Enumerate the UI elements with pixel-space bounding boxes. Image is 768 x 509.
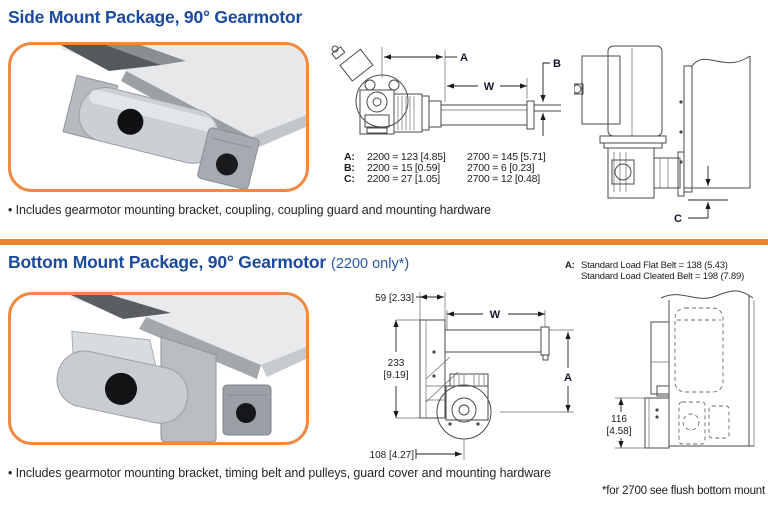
- belt-edge: [261, 347, 306, 377]
- gearmotor-assembly: [56, 330, 189, 424]
- conveyor-frame-edge: [139, 317, 261, 379]
- dimension-B: B: [540, 58, 561, 136]
- dim-label-116: 116: [611, 414, 627, 425]
- dimension-C: C: [674, 166, 728, 225]
- dim-2200-value: 2200 = 27 [1.05]: [367, 173, 440, 185]
- hidden-gearmotor: [674, 307, 730, 445]
- roller-stripe-light: [106, 45, 186, 65]
- roller-stripe-dark: [61, 45, 161, 71]
- gearmotor-outline: [331, 45, 561, 135]
- belt-edge: [251, 115, 306, 147]
- dim-label-c: C: [674, 213, 682, 225]
- side-mount-photo-illustration: [61, 45, 306, 189]
- dim-row-label: B:: [344, 162, 355, 174]
- side-mount-end-view-drawing: C: [574, 45, 751, 225]
- dim-row-label: A:: [344, 151, 355, 163]
- dim-2200-value: 2200 = 123 [4.85]: [367, 151, 446, 163]
- dim-label-a: A: [460, 52, 468, 64]
- dim-label-59: 59 [2.33]: [375, 293, 414, 304]
- belt-note: A: Standard Load Flat Belt = 138 (5.43) …: [565, 260, 745, 282]
- belt-note-line2: Standard Load Cleated Belt = 198 (7.89): [581, 270, 745, 282]
- bottom-mount-title-note: (2200 only*): [330, 256, 410, 272]
- dimension-W: W: [446, 309, 546, 330]
- gearmotor-under-mount: [425, 356, 492, 460]
- conveyor-side-view: [419, 319, 550, 419]
- table-row: C: 2200 = 27 [1.05] 2700 = 12 [0.48]: [344, 174, 546, 185]
- side-mount-dim-table: A: 2200 = 123 [4.85] 2700 = 145 [5.71] B…: [344, 152, 546, 185]
- table-row: A: 2200 = 123 [4.85] 2700 = 145 [5.71]: [344, 152, 546, 163]
- dimension-A: A: [500, 329, 574, 413]
- dim-2700-value: 2700 = 12 [0.48]: [467, 173, 540, 185]
- motor-highlight: [89, 89, 215, 132]
- bottom-mount-footnote: *for 2700 see flush bottom mount: [601, 485, 765, 497]
- bottom-mount-side-view-drawing: 59 [2.33] W 233 [9.19]: [370, 292, 574, 461]
- dim-2700-value: 2700 = 145 [5.71]: [467, 151, 546, 163]
- side-mount-title: Side Mount Package, 90° Gearmotor: [8, 7, 303, 27]
- bottom-mount-bullet: • Includes gearmotor mounting bracket, t…: [8, 466, 551, 480]
- bottom-mount-photo: [8, 292, 309, 445]
- side-mount-bullet: • Includes gearmotor mounting bracket, c…: [8, 203, 491, 217]
- belt-note-line1: Standard Load Flat Belt = 138 (5.43): [581, 260, 728, 271]
- motor-hole: [117, 108, 144, 135]
- dim-label-w: W: [490, 309, 501, 321]
- dim-row-label: C:: [344, 173, 355, 185]
- bottom-mount-end-view-drawing: 116 [4.58]: [606, 290, 755, 449]
- gearbox-bore: [215, 153, 238, 176]
- dimension-108: 108 [4.27]: [370, 449, 462, 461]
- gearbox-rib: [212, 137, 252, 149]
- dim-label-a: A: [564, 372, 572, 384]
- roller-stripe-dark: [71, 295, 171, 319]
- side-mount-side-view-drawing: A W B: [331, 45, 561, 136]
- dim-label-116-in: [4.58]: [606, 426, 631, 437]
- dim-label-w: W: [484, 81, 495, 93]
- gearbox-bore: [236, 403, 256, 423]
- bottom-mount-photo-illustration: [56, 295, 306, 442]
- dimension-116: 116 [4.58]: [606, 397, 645, 449]
- dim-2200-value: 2200 = 15 [0.59]: [367, 162, 440, 174]
- dim-label-233-in: [9.19]: [383, 370, 408, 381]
- dimension-W: W: [447, 78, 528, 99]
- section-divider: [0, 239, 768, 245]
- dimension-A: A: [384, 50, 468, 102]
- bottom-mount-title: Bottom Mount Package, 90° Gearmotor: [8, 252, 326, 272]
- dimension-59: 59 [2.33]: [375, 292, 446, 332]
- guard-cover: [644, 397, 670, 449]
- bottom-mount-title-row: Bottom Mount Package, 90° Gearmotor(2200…: [8, 252, 409, 273]
- motor-hole: [105, 372, 138, 405]
- belt-note-label: A:: [565, 260, 575, 271]
- dim-2700-value: 2700 = 6 [0.23]: [467, 162, 535, 174]
- dim-label-233: 233: [388, 358, 405, 369]
- gearmotor-assembly: [62, 74, 260, 189]
- conveyor-end-view: [660, 290, 755, 447]
- mounting-plate: [650, 321, 670, 397]
- side-mount-photo: [8, 42, 309, 192]
- table-row: B: 2200 = 15 [0.59] 2700 = 6 [0.23]: [344, 163, 546, 174]
- dimension-233: 233 [9.19]: [383, 319, 420, 419]
- motor-end-view: [574, 45, 685, 199]
- dim-label-108: 108 [4.27]: [370, 450, 415, 461]
- dim-label-b: B: [553, 58, 561, 70]
- conveyor-end-view: [679, 55, 751, 193]
